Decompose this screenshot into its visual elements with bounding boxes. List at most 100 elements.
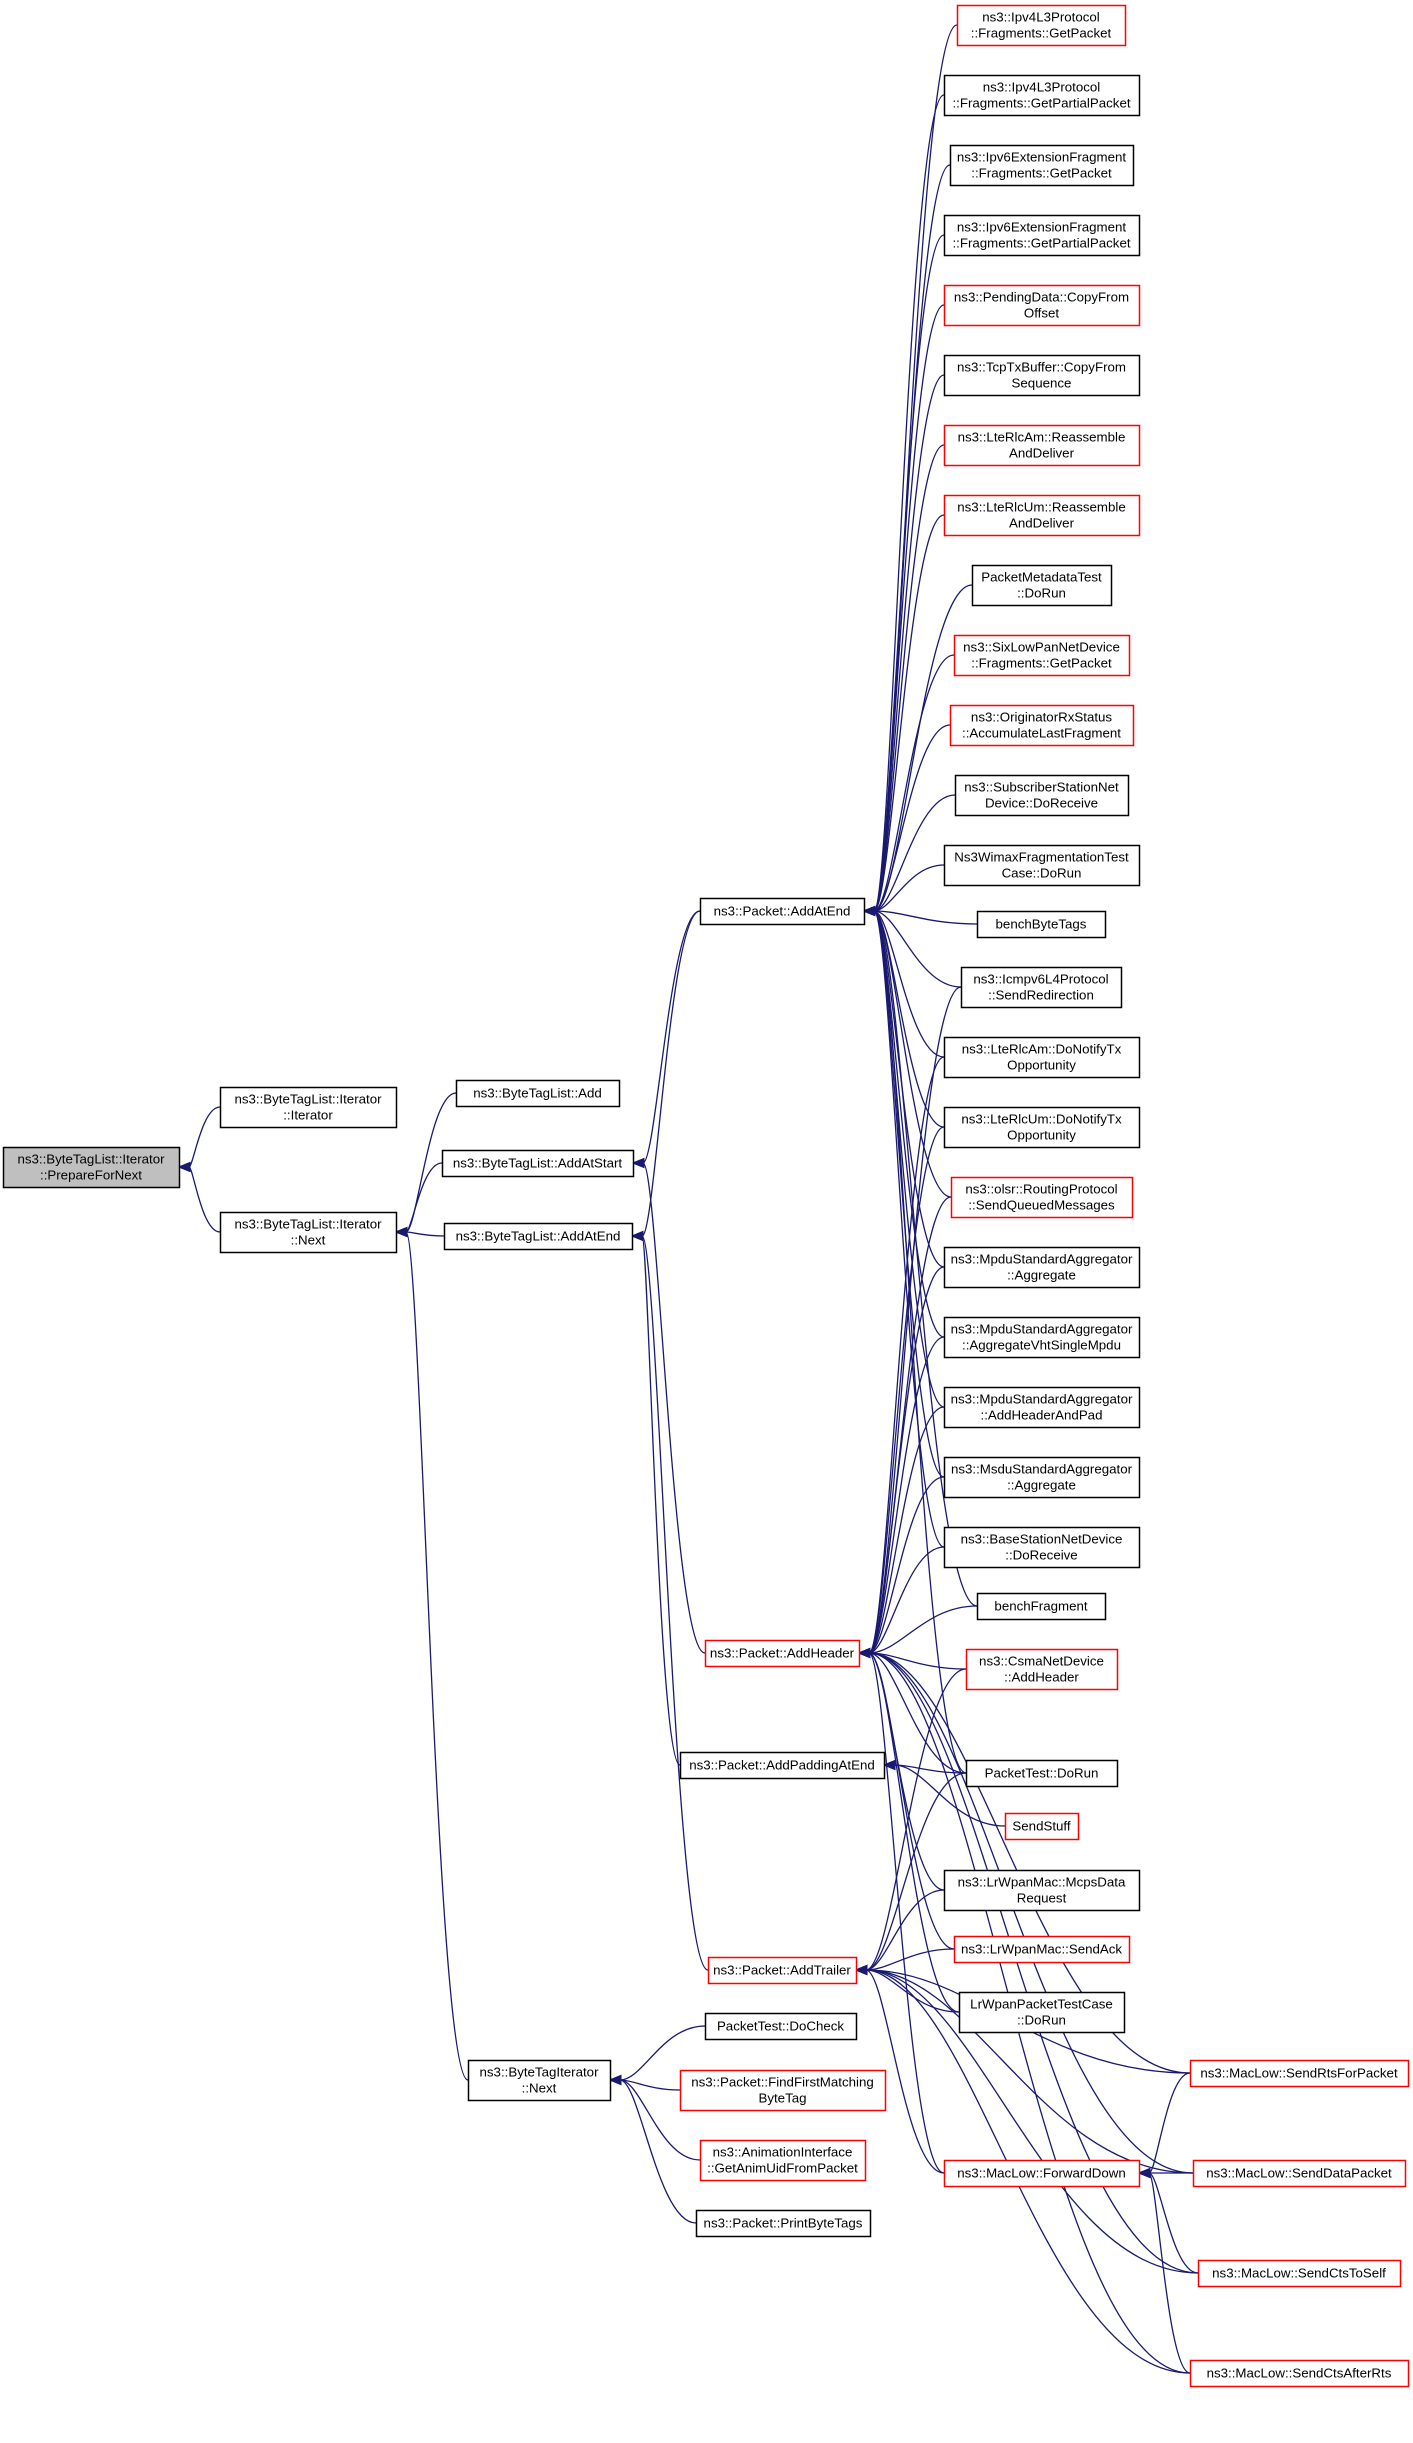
graph-node-ipv6_getpartial[interactable]: ns3::Ipv6ExtensionFragment::Fragments::G… <box>943 214 1141 257</box>
edge-line <box>188 1166 221 1233</box>
edge-line <box>641 910 701 1237</box>
graph-node-pkt_printbt[interactable]: ns3::Packet::PrintByteTags <box>695 2209 872 2238</box>
graph-node-ipv6_getpacket[interactable]: ns3::Ipv6ExtensionFragment::Fragments::G… <box>949 144 1135 187</box>
graph-node-mpdu_agg[interactable]: ns3::MpduStandardAggregator::Aggregate <box>943 1246 1141 1289</box>
edge-line <box>873 864 945 912</box>
edge-arrowhead <box>394 1226 408 1238</box>
edge-line <box>1148 2172 1191 2374</box>
node-label: ns3::ByteTagList::Add <box>473 1086 602 1101</box>
node-label: ::AddHeaderAndPad <box>981 1408 1103 1423</box>
edge <box>630 910 701 1242</box>
graph-node-bti_next[interactable]: ns3::ByteTagIterator::Next <box>467 2059 612 2102</box>
node-label: ns3::SubscriberStationNet <box>964 780 1119 795</box>
edge <box>862 905 952 1198</box>
graph-node-btl_addend[interactable]: ns3::ByteTagList::AddAtEnd <box>443 1222 634 1251</box>
graph-node-anim_uid[interactable]: ns3::AnimationInterface::GetAnimUidFromP… <box>699 2139 867 2182</box>
graph-node-mpdu_addhdr[interactable]: ns3::MpduStandardAggregator::AddHeaderAn… <box>943 1386 1141 1429</box>
node-box <box>954 774 1130 817</box>
graph-node-pkt_addtrailer[interactable]: ns3::Packet::AddTrailer <box>707 1956 858 1985</box>
node-label: PacketMetadataTest <box>981 570 1102 585</box>
graph-node-olsr[interactable]: ns3::olsr::RoutingProtocol::SendQueuedMe… <box>950 1176 1134 1219</box>
node-box <box>958 1991 1126 2034</box>
edge <box>862 905 945 1478</box>
node-label: ns3::LteRlcUm::Reassemble <box>957 500 1126 515</box>
node-label: ns3::Packet::AddPaddingAtEnd <box>689 1758 875 1773</box>
node-label: ns3::Packet::AddAtEnd <box>714 904 851 919</box>
graph-node-maclow_data[interactable]: ns3::MacLow::SendDataPacket <box>1192 2159 1407 2188</box>
node-box <box>943 494 1141 537</box>
graph-node-ipv4_getpacket[interactable]: ns3::Ipv4L3Protocol::Fragments::GetPacke… <box>956 4 1127 47</box>
node-label: ::Aggregate <box>1007 1268 1076 1283</box>
graph-node-pkt_addatend[interactable]: ns3::Packet::AddAtEnd <box>699 897 866 926</box>
graph-node-msdu_agg[interactable]: ns3::MsduStandardAggregator::Aggregate <box>943 1456 1141 1499</box>
edge-line <box>873 910 962 988</box>
edge-line <box>868 1336 945 1654</box>
graph-node-sixlowpan[interactable]: ns3::SixLowPanNetDevice::Fragments::GetP… <box>953 634 1131 677</box>
node-label: ns3::Ipv6ExtensionFragment <box>957 220 1127 235</box>
node-box <box>1192 2159 1407 2188</box>
graph-node-pkt_addpad[interactable]: ns3::Packet::AddPaddingAtEnd <box>679 1751 886 1780</box>
node-label: ByteTag <box>758 2091 806 2106</box>
graph-node-btl_addstart[interactable]: ns3::ByteTagList::AddAtStart <box>441 1149 635 1178</box>
graph-node-iter_ctor[interactable]: ns3::ByteTagList::Iterator::Iterator <box>219 1086 398 1129</box>
edge <box>862 905 945 1338</box>
node-label: ::DoReceive <box>1005 1548 1077 1563</box>
graph-node-csma_addheader[interactable]: ns3::CsmaNetDevice::AddHeader <box>965 1648 1119 1691</box>
edge-line <box>873 794 956 912</box>
node-label: Ns3WimaxFragmentationTest <box>954 850 1129 865</box>
edge-line <box>865 1772 967 1971</box>
graph-node-pmt_dorun[interactable]: PacketMetadataTest::DoRun <box>971 564 1113 607</box>
graph-node-lrwpan_sendack[interactable]: ns3::LrWpanMac::SendAck <box>953 1935 1131 1964</box>
graph-node-lrwpan_test[interactable]: LrWpanPacketTestCase::DoRun <box>958 1991 1126 2034</box>
edge-line <box>868 1266 945 1654</box>
edge-line <box>865 1969 945 2174</box>
graph-node-pt_dorun[interactable]: PacketTest::DoRun <box>965 1759 1119 1788</box>
edge-line <box>873 514 945 912</box>
graph-node-mpdu_aggvht[interactable]: ns3::MpduStandardAggregator::AggregateVh… <box>943 1316 1141 1359</box>
graph-node-subscriber[interactable]: ns3::SubscriberStationNetDevice::DoRecei… <box>954 774 1130 817</box>
graph-node-icmpv6[interactable]: ns3::Icmpv6L4Protocol::SendRedirection <box>960 966 1123 1009</box>
node-label: ::SendRedirection <box>988 988 1094 1003</box>
graph-node-maclow_ctsself[interactable]: ns3::MacLow::SendCtsToSelf <box>1197 2259 1402 2288</box>
edge <box>1137 2167 1199 2274</box>
node-box <box>965 1648 1119 1691</box>
node-label: ns3::PendingData::CopyFrom <box>954 290 1129 305</box>
graph-node-basestation[interactable]: ns3::BaseStationNetDevice::DoReceive <box>943 1526 1141 1569</box>
node-label: ns3::ByteTagIterator <box>480 2065 600 2080</box>
node-box <box>679 1751 886 1780</box>
graph-node-ipv4_getpartial[interactable]: ns3::Ipv4L3Protocol::Fragments::GetParti… <box>943 74 1141 117</box>
edge-line <box>868 1406 945 1654</box>
graph-node-maclow_rts[interactable]: ns3::MacLow::SendRtsForPacket <box>1189 2059 1410 2088</box>
node-label: ::SendQueuedMessages <box>968 1198 1115 1213</box>
graph-node-maclow_ctsafter[interactable]: ns3::MacLow::SendCtsAfterRts <box>1189 2359 1410 2388</box>
graph-node-benchfragment[interactable]: benchFragment <box>976 1592 1107 1621</box>
graph-node-pt_docheck[interactable]: PacketTest::DoCheck <box>704 2012 858 2041</box>
node-box <box>707 1956 858 1985</box>
graph-node-originator[interactable]: ns3::OriginatorRxStatus::AccumulateLastF… <box>949 704 1135 747</box>
graph-node-pkt_addheader[interactable]: ns3::Packet::AddHeader <box>704 1639 861 1668</box>
node-box <box>1189 2059 1410 2088</box>
graph-node-btl_add[interactable]: ns3::ByteTagList::Add <box>455 1079 621 1108</box>
graph-node-maclow_fwd[interactable]: ns3::MacLow::ForwardDown <box>943 2159 1141 2188</box>
graph-node-sendstuff[interactable]: SendStuff <box>1004 1812 1080 1841</box>
graph-node-iter_next[interactable]: ns3::ByteTagList::Iterator::Next <box>219 1211 398 1254</box>
edge-arrowhead <box>882 1759 896 1771</box>
node-label: ns3::MpduStandardAggregator <box>951 1322 1133 1337</box>
node-box <box>679 2069 887 2112</box>
edge-line <box>868 1546 945 1654</box>
graph-node-root[interactable]: ns3::ByteTagList::Iterator::PrepareForNe… <box>2 1146 181 1189</box>
edge-arrowhead <box>862 905 876 917</box>
edge <box>862 24 958 917</box>
node-label: ns3::SixLowPanNetDevice <box>963 640 1120 655</box>
edge <box>862 905 945 1548</box>
graph-node-benchbytetags[interactable]: benchByteTags <box>976 910 1107 939</box>
